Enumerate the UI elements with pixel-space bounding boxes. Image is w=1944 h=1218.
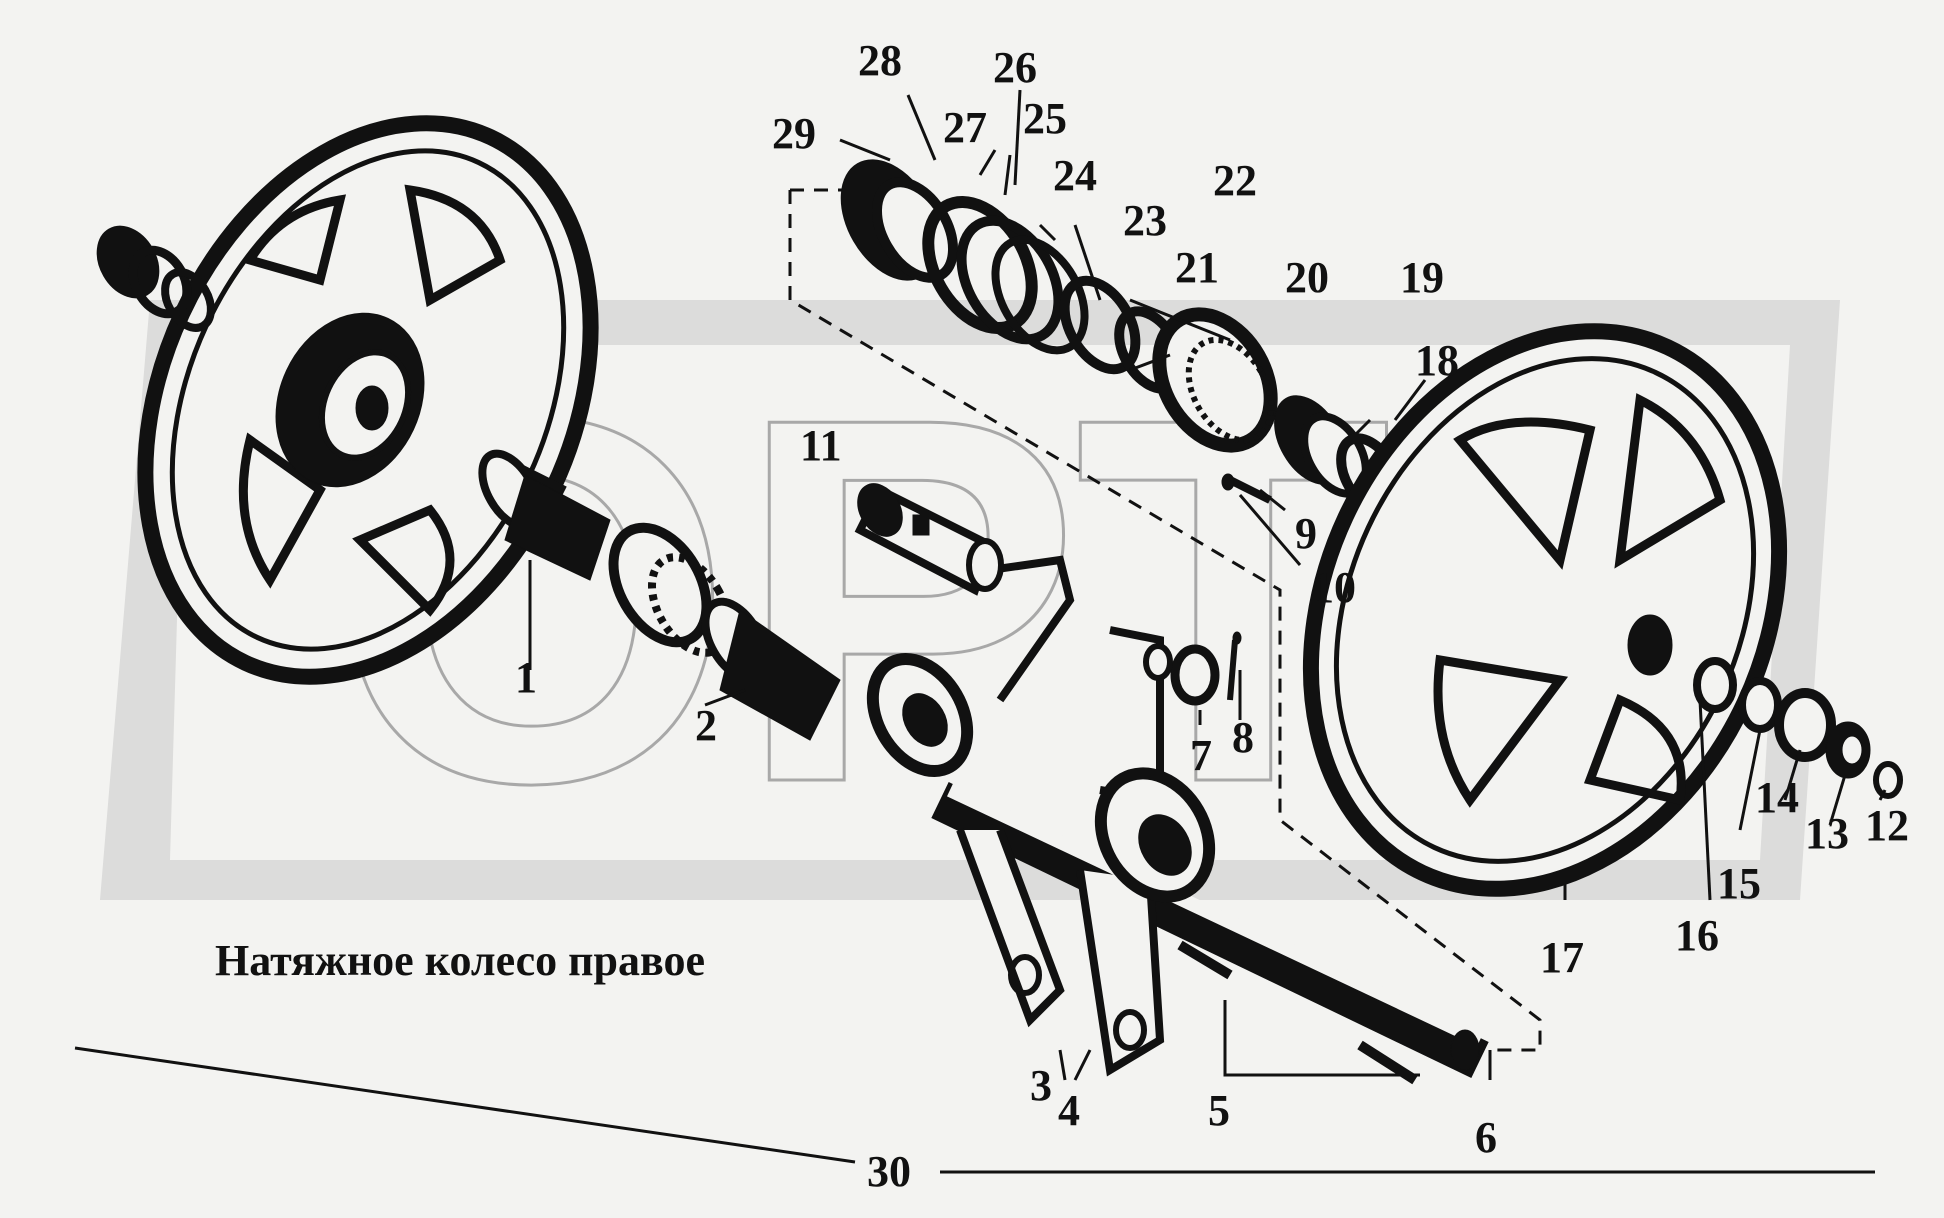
label-2: 2	[695, 701, 717, 750]
page-number: 30	[867, 1147, 911, 1196]
label-17: 17	[1540, 933, 1584, 982]
part-11	[854, 483, 1004, 596]
right-pulley	[1302, 323, 1788, 897]
label-6: 6	[1475, 1113, 1497, 1162]
label-10: 10	[1312, 563, 1356, 612]
label-22: 22	[1213, 156, 1257, 205]
label-8: 8	[1232, 713, 1254, 762]
label-23: 23	[1123, 196, 1167, 245]
label-24: 24	[1053, 151, 1097, 200]
label-26: 26	[993, 43, 1037, 92]
footer: 30	[74, 1046, 1875, 1196]
label-14: 14	[1755, 773, 1799, 822]
callout-labels: 1 2 3 4 5 6 7 8 9 10 11 12 13 14 15 16 1…	[515, 36, 1909, 1162]
label-15: 15	[1717, 859, 1761, 908]
leader-lines	[528, 89, 1887, 1081]
label-21: 21	[1175, 243, 1219, 292]
label-12: 12	[1865, 801, 1909, 850]
label-29: 29	[772, 109, 816, 158]
diagram-title: Натяжное колесо правое	[215, 936, 705, 985]
label-27: 27	[943, 103, 987, 152]
label-1: 1	[515, 653, 537, 702]
left-nut	[96, 225, 215, 332]
label-25: 25	[1023, 94, 1067, 143]
label-16: 16	[1675, 911, 1719, 960]
dashed-group-line	[788, 188, 1542, 1052]
label-13: 13	[1805, 809, 1849, 858]
label-9: 9	[1295, 509, 1317, 558]
label-28: 28	[858, 36, 902, 85]
left-pulley	[137, 115, 599, 685]
parts-7-8	[1143, 631, 1242, 706]
label-20: 20	[1285, 253, 1329, 302]
label-7: 7	[1190, 731, 1212, 780]
label-18: 18	[1415, 336, 1459, 385]
label-3: 3	[1030, 1061, 1052, 1110]
right-small-parts	[1693, 657, 1903, 799]
label-19: 19	[1400, 253, 1444, 302]
bracket-axle	[931, 555, 1489, 1085]
label-4: 4	[1058, 1086, 1080, 1135]
label-11: 11	[800, 421, 842, 470]
label-5: 5	[1208, 1086, 1230, 1135]
left-shaft-assembly	[478, 449, 974, 778]
